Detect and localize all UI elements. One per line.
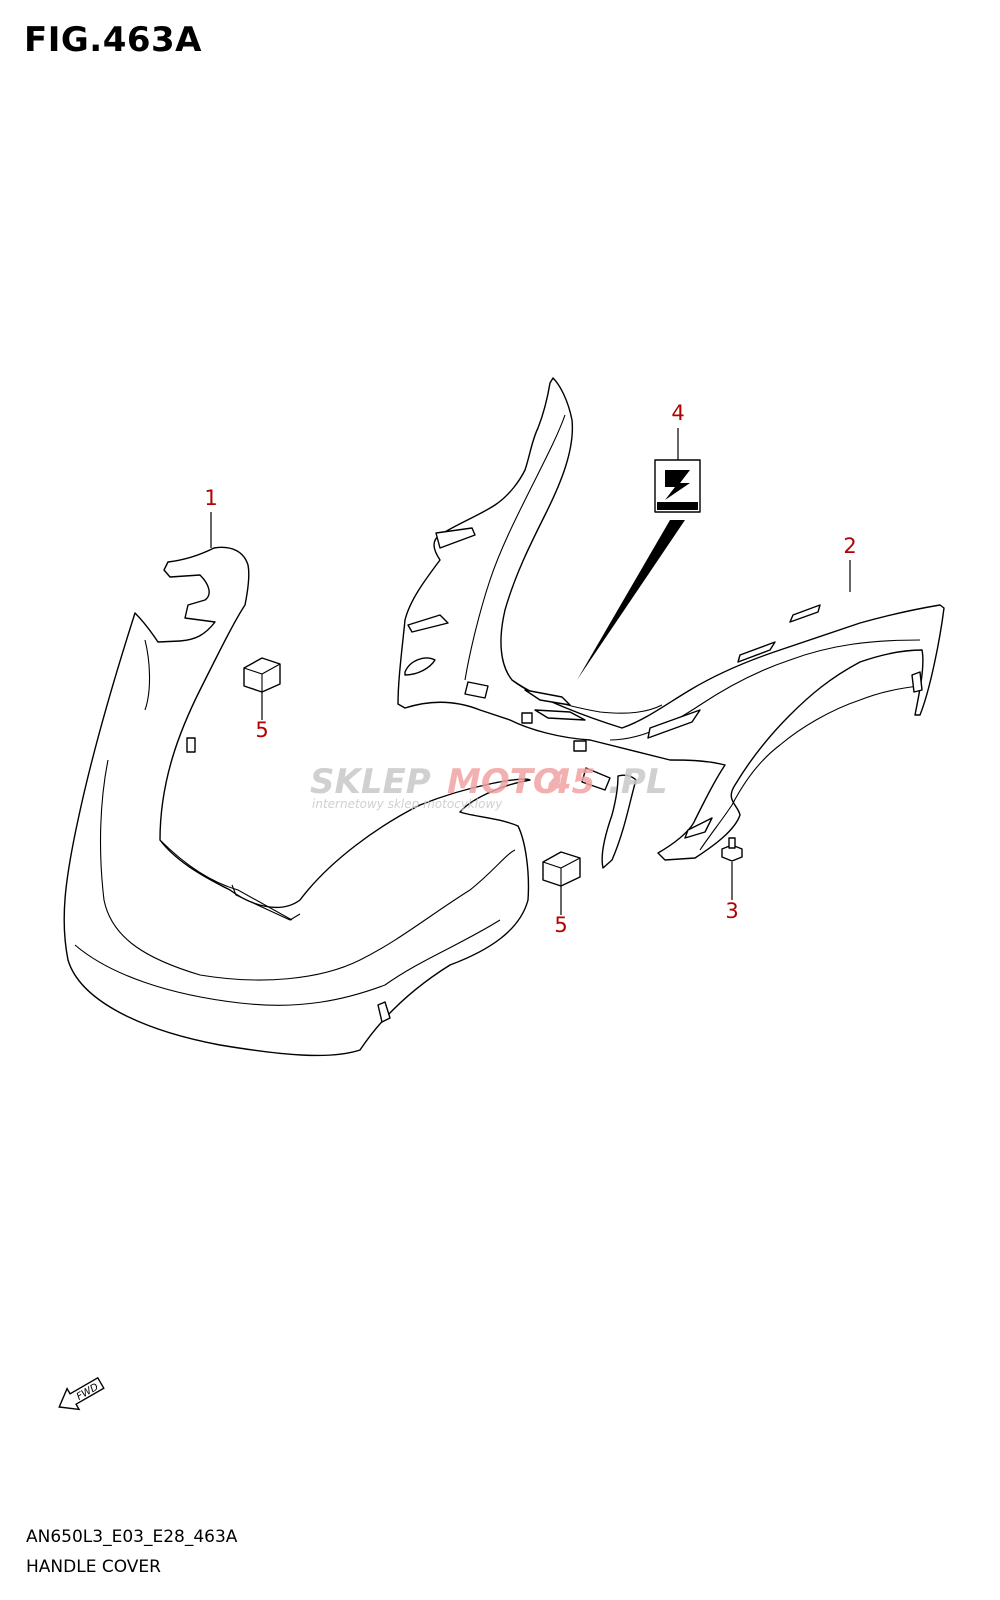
callout-1: 1 [204, 486, 217, 510]
watermark-brand-suffix: .PL [608, 762, 668, 802]
callout-numbers: 1 2 3 4 5 5 [204, 401, 856, 937]
callout-5-lower: 5 [554, 913, 567, 937]
emblem-logo-icon [665, 470, 690, 500]
cushion-pad-upper [243, 657, 281, 693]
cushion-pad-lower [542, 851, 581, 887]
watermark-brand-left: SKLEP [310, 762, 431, 802]
watermark-brand-right: MOTO [447, 762, 562, 802]
side-cover-piece [581, 767, 637, 869]
figure-title: FIG.463A [24, 20, 202, 60]
fwd-arrow: FWD [58, 1376, 105, 1411]
watermark-tagline: internetowy sklep motocyklowy [312, 797, 503, 811]
callout-5-upper: 5 [255, 718, 268, 742]
leader-lines [210, 428, 851, 915]
handle-cover-front [63, 546, 531, 1057]
watermark: SKLEP MOTO 45 .PL internetowy sklep moto… [310, 762, 668, 811]
suzuki-emblem [577, 459, 701, 680]
model-code: AN650L3_E03_E28_463A [26, 1527, 238, 1547]
callout-4: 4 [671, 401, 684, 425]
handle-cover-rear [397, 377, 945, 861]
watermark-brand-number: 45 [547, 762, 595, 802]
callout-3: 3 [725, 899, 738, 923]
emblem-leader-wedge [577, 520, 685, 680]
fwd-arrow-icon [58, 1376, 105, 1411]
screw-fastener [721, 837, 743, 862]
callout-2: 2 [843, 534, 856, 558]
figure-description: HANDLE COVER [26, 1557, 161, 1577]
